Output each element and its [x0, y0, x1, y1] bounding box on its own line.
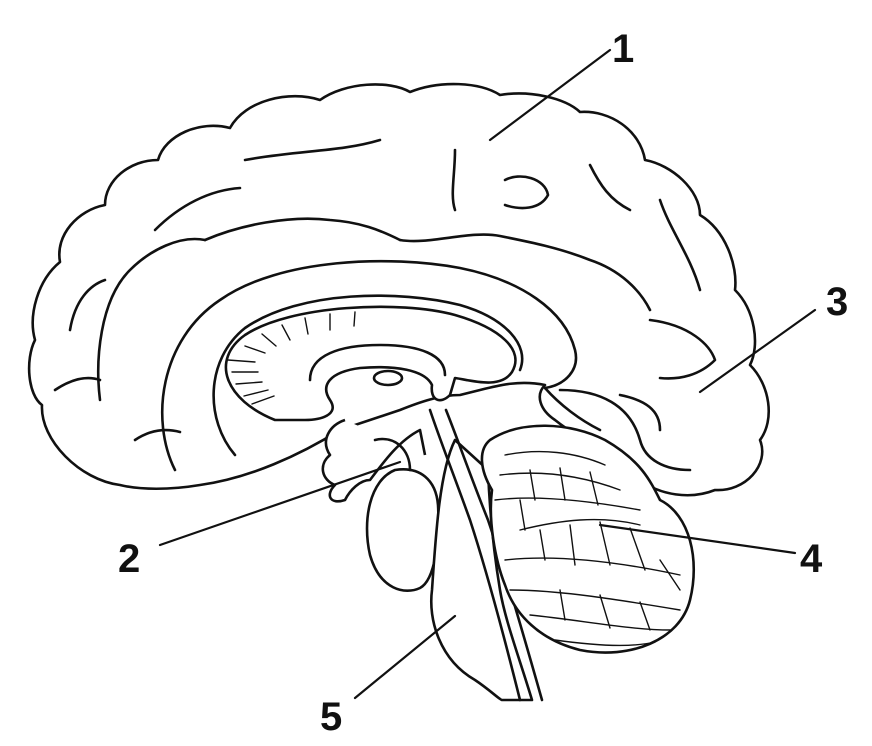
sulcus-line — [97, 237, 207, 402]
label-1: 1 — [612, 27, 634, 71]
label-2: 2 — [118, 537, 140, 581]
sulcus-line — [53, 376, 102, 392]
label-3: 3 — [826, 280, 848, 324]
leader-line-4 — [598, 523, 797, 555]
sulcus-line — [153, 186, 242, 232]
cerebrum-outline — [27, 82, 771, 497]
cerebellum-folia — [494, 450, 681, 647]
interthalamic-adhesion — [372, 369, 404, 387]
label-4: 4 — [800, 537, 823, 581]
cingulate-gyrus-inner — [212, 294, 524, 457]
callosum-fibers — [227, 311, 356, 405]
pons — [365, 468, 440, 592]
label-5: 5 — [320, 695, 342, 739]
sulcus-line — [68, 278, 107, 332]
midbrain-aqueduct — [428, 408, 522, 702]
fourth-ventricle-line — [444, 408, 544, 702]
sulcus-line — [243, 138, 382, 162]
sulcus-line — [618, 393, 662, 432]
sulcus-line — [203, 217, 402, 242]
sulcus-line — [648, 318, 717, 380]
fornix — [308, 343, 447, 382]
corpus-callosum — [224, 305, 517, 422]
sulcus-line — [658, 198, 702, 292]
leader-line-2 — [158, 460, 402, 547]
sulcus-line — [133, 428, 182, 442]
sulcus-line — [558, 388, 692, 472]
sulcus-line — [588, 163, 632, 212]
leader-line-3 — [698, 308, 817, 394]
cingulate-gyrus-outer — [160, 259, 578, 472]
sulcus-line — [398, 233, 652, 312]
leader-line-5 — [353, 614, 457, 700]
sulcus-line — [451, 148, 457, 212]
sulcus-line — [503, 175, 550, 210]
tentorium-edge — [543, 386, 602, 432]
cerebellum — [480, 424, 696, 654]
leader-line-1 — [488, 48, 612, 142]
medulla-oblongata — [430, 438, 534, 702]
hypothalamus-curve — [373, 437, 412, 472]
